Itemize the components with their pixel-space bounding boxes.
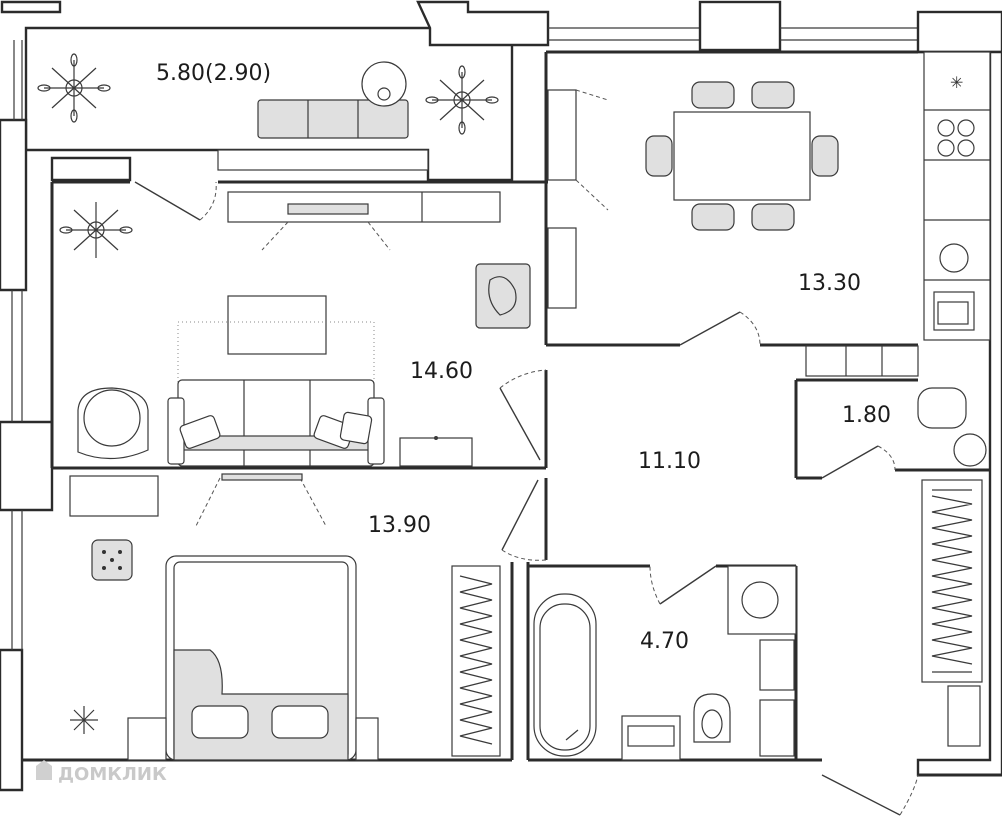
snowflake-icon: ✳ — [950, 73, 963, 92]
plant-icon — [59, 202, 133, 258]
house-icon — [36, 760, 52, 780]
area-label-living: 14.60 — [410, 359, 473, 384]
area-label-kitchen: 13.30 — [798, 271, 861, 296]
watermark-text: ДОМКЛИК — [58, 764, 167, 785]
hall-wc-furniture — [805, 345, 987, 747]
area-label-bedroom: 13.90 — [368, 513, 431, 538]
outer-walls — [0, 0, 1002, 792]
plant-icon — [37, 53, 111, 123]
watermark: ДОМКЛИК — [36, 760, 167, 785]
area-label-bathroom: 4.70 — [640, 629, 689, 654]
bathroom-furniture — [533, 565, 797, 761]
living-furniture — [59, 149, 531, 467]
interior-walls — [50, 50, 990, 760]
doors — [134, 181, 919, 816]
area-label-hall: 11.10 — [638, 449, 701, 474]
kitchen-furniture: ✳ — [547, 51, 991, 341]
area-label-balcony: 5.80(2.90) — [156, 61, 271, 86]
area-labels: 5.80(2.90) 13.30 14.60 11.10 1.80 13.90 … — [156, 61, 891, 654]
bedroom-furniture — [69, 473, 501, 761]
plant-icon — [425, 65, 499, 135]
plant-icon — [70, 706, 98, 734]
balcony-furniture — [37, 53, 499, 139]
area-label-wc: 1.80 — [842, 403, 891, 428]
